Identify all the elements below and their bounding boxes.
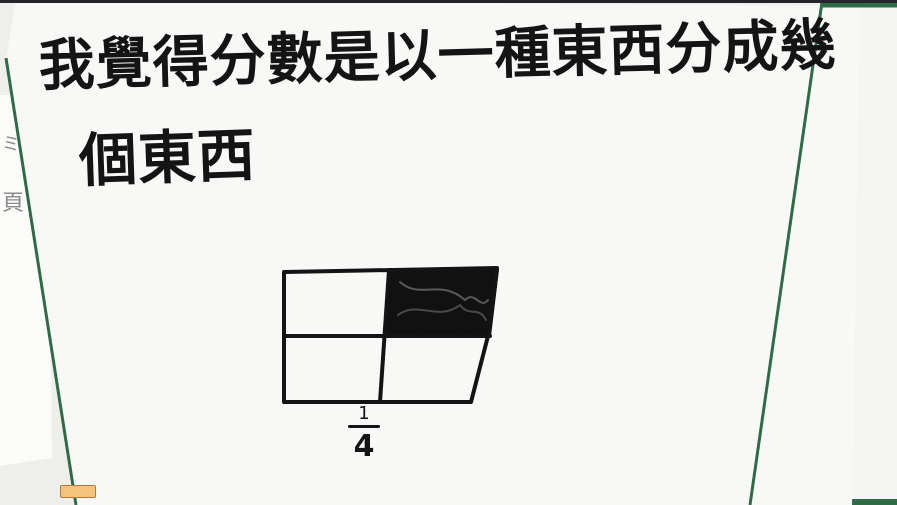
fraction-numerator: 1 — [358, 403, 370, 424]
fraction-label: 1 4 — [344, 405, 384, 462]
orange-sticker — [60, 485, 96, 498]
handwritten-sentence-line2: 個東西 — [77, 120, 258, 195]
board-frame-inner — [748, 1, 824, 505]
fraction-denominator: 4 — [353, 429, 375, 464]
paper-text-fragment: ミ — [2, 134, 20, 155]
grid-outer-border — [282, 266, 499, 404]
board-frame-left — [4, 57, 78, 505]
fraction-bar — [348, 425, 380, 428]
fraction-grid — [282, 266, 499, 404]
whiteboard-surface — [6, 0, 860, 505]
top-edge — [0, 0, 897, 3]
paper-text-fragment-2: 頁 — [2, 191, 24, 216]
